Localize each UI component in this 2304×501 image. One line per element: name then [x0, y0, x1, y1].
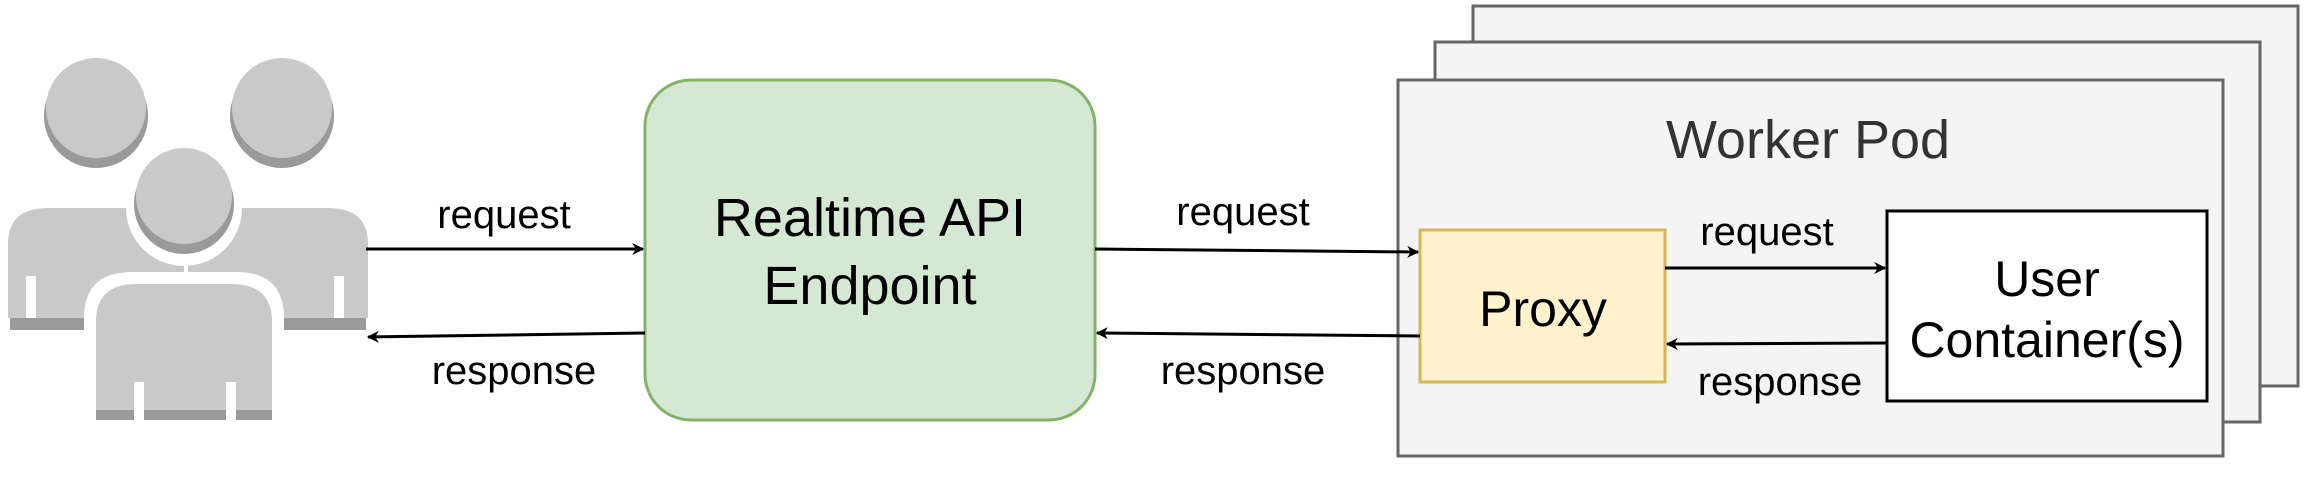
edge-container-to-proxy [1665, 337, 1888, 350]
edge-endpoint-to-proxy [1094, 245, 1420, 258]
users-group-icon [8, 58, 368, 426]
edge-endpoint-to-proxy-label: request [1176, 190, 1309, 234]
user-container-label-line2: Container(s) [1909, 312, 2184, 368]
endpoint-label-line1: Realtime API [714, 188, 1026, 248]
user-container-label-line1: User [1994, 251, 2100, 307]
person-icon-front [84, 148, 284, 426]
endpoint-label-line2: Endpoint [763, 256, 976, 316]
proxy-label: Proxy [1479, 281, 1607, 337]
edge-endpoint-to-users-label: response [432, 349, 597, 393]
edge-proxy-to-container-label: request [1700, 210, 1833, 254]
worker-pod-label: Worker Pod [1666, 110, 1950, 170]
edge-endpoint-to-users [366, 330, 646, 343]
edge-proxy-to-endpoint-label: response [1161, 349, 1326, 393]
realtime-api-endpoint-box [643, 78, 1097, 422]
edge-container-to-proxy-label: response [1698, 360, 1863, 404]
proxy-box [1418, 228, 1667, 384]
edge-proxy-to-endpoint [1095, 327, 1421, 340]
edge-users-to-endpoint-label: request [437, 193, 570, 237]
user-container-box [1885, 209, 2209, 403]
